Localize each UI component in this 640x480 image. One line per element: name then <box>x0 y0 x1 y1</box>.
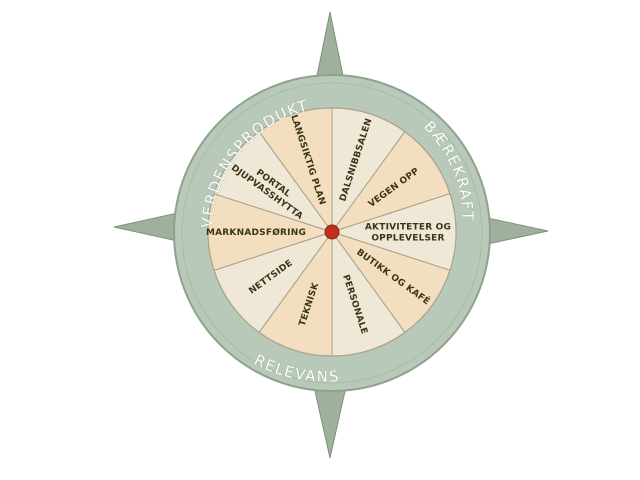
wheel-segment-nettside <box>213 231 334 334</box>
wheel-segment-portal <box>213 130 334 233</box>
wheel-segment-personale <box>331 230 406 357</box>
segment-label-line: AKTIVITETER OG <box>365 223 451 233</box>
wheel-segment-markedsforing <box>207 193 334 271</box>
segment-label-line: MARKNADSFØRING <box>206 227 306 238</box>
wheel-segment-teknisk <box>258 230 333 357</box>
wheel-segment-dalsnibbsalen <box>331 107 406 234</box>
wheel-segment-aktiviteter <box>330 193 457 271</box>
wheel-segment-butikk <box>330 231 451 334</box>
segment-label-markedsforing: MARKNADSFØRING <box>206 227 306 238</box>
center-dot <box>324 224 340 240</box>
segment-label-line: OPPLEVELSER <box>371 234 444 244</box>
wheel-segment-vegen-opp <box>330 130 451 233</box>
wheel-segment-langsiktig-plan <box>258 107 333 234</box>
